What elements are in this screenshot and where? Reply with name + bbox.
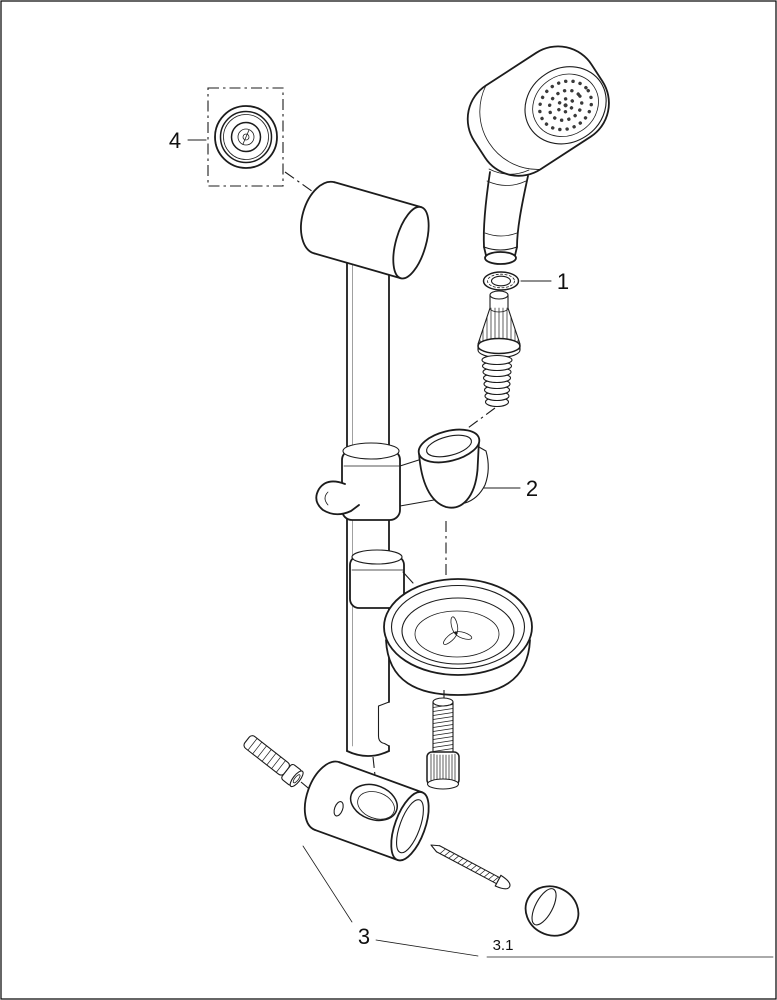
wall-flange	[214, 105, 278, 169]
spray-nozzle-ring-outer	[537, 79, 594, 132]
soap-dish	[349, 549, 533, 696]
anchor-ribs	[247, 738, 286, 773]
bottom-rail-bracket	[303, 760, 430, 862]
label-part-4: 4	[169, 128, 181, 153]
wall-anchor-plug	[243, 735, 304, 788]
drain-propeller-icon	[443, 616, 473, 645]
screw-cover-cap	[524, 885, 580, 937]
bracket-screw-slot	[333, 801, 344, 817]
spray-nozzle-ring-middle	[547, 88, 584, 122]
screw-head	[494, 874, 511, 890]
holder-clamp-knob	[315, 480, 360, 516]
centerline-hose-to-holder	[456, 407, 496, 437]
mounting-screw	[430, 844, 511, 890]
rail-top-end-cap	[300, 180, 430, 280]
label-part-3-1: 3.1	[493, 937, 514, 954]
hose-connector	[477, 290, 521, 408]
label-part-3: 3	[358, 924, 370, 949]
shower-holder	[315, 428, 489, 521]
hand-shower	[466, 45, 610, 265]
label-part-2: 2	[526, 476, 538, 501]
wall-flange-detail: 4	[169, 87, 284, 187]
screw-thread-texture	[439, 848, 499, 882]
label-part-1: 1	[557, 269, 569, 294]
flange-detail-box	[207, 87, 284, 187]
centerline-anchor-to-bracket	[300, 781, 314, 793]
hose-washer	[482, 271, 520, 291]
shower-handle	[482, 168, 530, 265]
holder-cup-opening	[417, 428, 481, 464]
shower-hose-end	[481, 354, 513, 408]
thread-texture	[432, 704, 454, 752]
leader-line-3	[302, 845, 479, 957]
spray-nozzle-ring-inner	[556, 96, 575, 114]
rail-notch	[377, 701, 390, 747]
shower-head	[466, 45, 610, 177]
mounting-bolt	[426, 697, 460, 790]
